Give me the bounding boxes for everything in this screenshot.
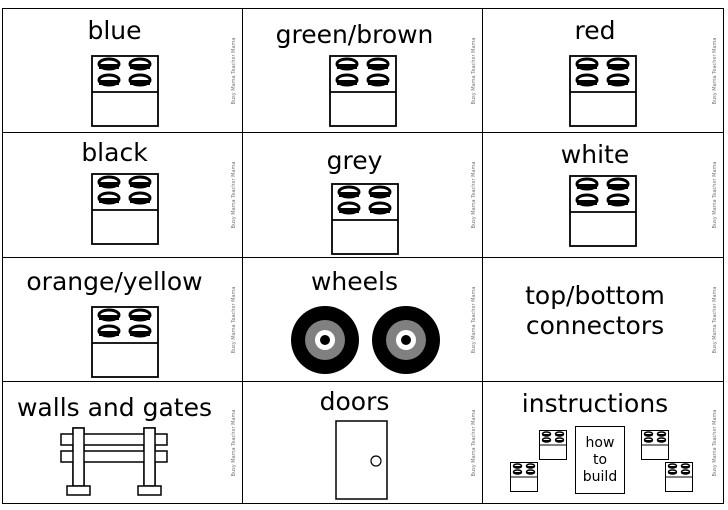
credit-text: Busy Mama Teacher Mama: [231, 409, 237, 476]
credit-text: Busy Mama Teacher Mama: [471, 286, 477, 353]
card-label: doors: [319, 387, 390, 416]
credit-text: Busy Mama Teacher Mama: [231, 161, 237, 229]
credit-text: Busy Mama Teacher Mama: [231, 37, 237, 104]
lego-brick-icon: [330, 182, 400, 256]
credit-text: Busy Mama Teacher Mama: [712, 37, 718, 104]
lego-brick-icon: [568, 174, 638, 248]
card-wheels: wheels Busy Mama Teacher Mama: [243, 258, 483, 382]
lego-brick-icon: [538, 429, 568, 461]
credit-text: Busy Mama Teacher Mama: [712, 286, 718, 353]
card-red: red Busy Mama Teacher Mama: [483, 9, 723, 133]
lego-brick-icon: [568, 54, 638, 128]
card-label: red: [574, 16, 616, 45]
credit-text: Busy Mama Teacher Mama: [471, 161, 477, 229]
card-label: top/bottom: [525, 281, 665, 310]
fence-icon: [60, 427, 168, 496]
lego-brick-icon: [640, 429, 670, 461]
lego-brick-icon: [509, 461, 539, 493]
card-orange-yellow: orange/yellow Busy Mama Teacher Mama: [3, 258, 243, 382]
card-label: walls and gates: [16, 393, 212, 422]
card-label: orange/yellow: [26, 267, 203, 296]
card-walls-gates: walls and gates Busy Mama Teacher Mama: [3, 382, 243, 503]
how-to-build-line: to: [592, 452, 608, 468]
wheel-icon: [372, 306, 440, 374]
lego-brick-icon: [90, 54, 160, 128]
credit-text: Busy Mama Teacher Mama: [471, 409, 477, 476]
credit-text: Busy Mama Teacher Mama: [712, 161, 718, 229]
how-to-build-box: how to build: [575, 426, 625, 494]
card-white: white Busy Mama Teacher Mama: [483, 133, 723, 258]
lego-brick-icon: [90, 172, 160, 246]
wheel-icon: [291, 306, 359, 374]
card-doors: doors Busy Mama Teacher Mama: [243, 382, 483, 503]
credit-text: Busy Mama Teacher Mama: [471, 37, 477, 104]
lego-brick-icon: [664, 461, 694, 493]
card-green-brown: green/brown Busy Mama Teacher Mama: [243, 9, 483, 133]
card-grey: grey Busy Mama Teacher Mama: [243, 133, 483, 258]
credit-text: Busy Mama Teacher Mama: [712, 409, 718, 476]
card-label: green/brown: [275, 20, 434, 49]
card-label: blue: [87, 16, 142, 45]
door-icon: [335, 420, 388, 500]
lego-brick-icon: [328, 54, 398, 128]
credit-text: Busy Mama Teacher Mama: [231, 286, 237, 353]
card-label-line2: connectors: [525, 311, 665, 340]
card-label: wheels: [310, 267, 399, 296]
card-label: grey: [326, 146, 383, 175]
card-black: black Busy Mama Teacher Mama: [3, 133, 243, 258]
card-label: instructions: [521, 389, 669, 418]
card-instructions: instructions how to build Busy Mama Teac…: [483, 382, 723, 503]
card-connectors: top/bottom connectors Busy Mama Teacher …: [483, 258, 723, 382]
card-grid: blue Busy Mama Teacher Mama green/brown …: [2, 8, 724, 504]
card-label: white: [560, 140, 630, 169]
lego-brick-icon: [90, 305, 160, 379]
card-blue: blue Busy Mama Teacher Mama: [3, 9, 243, 133]
how-to-build-line: build: [582, 469, 618, 485]
how-to-build-line: how: [585, 435, 615, 451]
card-label: black: [81, 138, 148, 167]
